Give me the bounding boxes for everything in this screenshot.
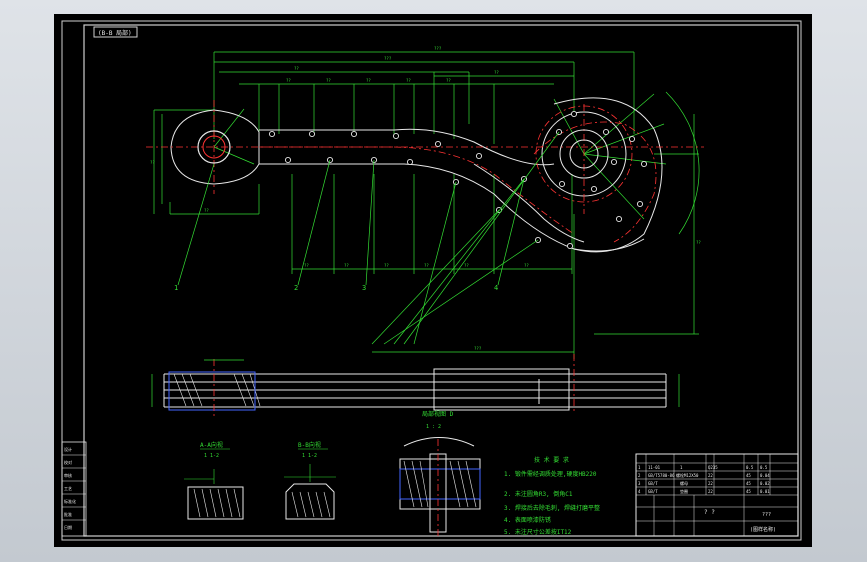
note-line-4: 4. 表面喷漆防锈 [504,516,551,524]
svg-text:1: 1 [680,465,683,470]
dimension-text: ?????? ???? ?????????? ???????????? ??? … [150,46,701,351]
svg-text:???: ??? [384,56,392,61]
title-block-code: ??? [762,512,771,518]
svg-text:??: ?? [326,78,331,83]
svg-text:??: ?? [286,78,291,83]
svg-text:日期: 日期 [64,524,72,530]
section-b-title: B-B向视 [298,441,321,449]
left-strip: 设计 校对 审核 工艺 标准化 批准 日期 [61,441,87,537]
svg-text:设计: 设计 [64,446,72,452]
note-line-3: 3. 焊接后去除毛刺, 焊缝打磨平整 [504,504,600,512]
section-a-scale: 1 1-2 [204,453,219,459]
side-view [151,354,680,416]
note-line-2: 2. 未注圆角R3, 倒角C1 [504,490,573,498]
svg-text:??: ?? [446,78,451,83]
svg-text:螺母: 螺母 [680,480,688,486]
balloon-3: 3 [362,284,366,292]
svg-text:0.5: 0.5 [746,465,754,470]
svg-text:??: ?? [424,263,429,268]
svg-text:??: ?? [384,263,389,268]
svg-text:4: 4 [638,489,641,494]
drawing-sheet: (B-B 局部) [61,20,802,541]
inner-border [83,24,799,537]
svg-text:??: ?? [494,70,499,75]
svg-text:GB/T: GB/T [648,489,658,494]
side-view-hatch [173,373,261,407]
balloon-2: 2 [294,284,298,292]
svg-text:??: ?? [366,78,371,83]
section-a-title: A-A向视 [200,441,223,449]
detail-view: 局部视图 D 1 : 2 [399,410,481,539]
left-boss-bore [197,130,231,164]
svg-text:11-01: 11-01 [648,465,661,470]
main-view: ?????? ???? ?????????? ???????????? ??? … [146,46,704,359]
svg-text:螺栓M12X50: 螺栓M12X50 [676,472,699,478]
svg-text:GB/T: GB/T [648,481,658,486]
section-b-scale: 1 1-2 [302,453,317,459]
note-line-5: 5. 未注尺寸公差按IT12 [504,528,572,536]
section-b: B-B向视 1 1-2 [284,441,336,520]
svg-text:??: ?? [294,66,299,71]
svg-text:3: 3 [638,481,641,486]
notes-heading: 技 术 要 求 [534,456,569,464]
svg-text:1: 1 [638,465,641,470]
svg-text:45: 45 [746,489,751,494]
svg-text:45: 45 [746,473,751,478]
svg-text:??: ?? [464,263,469,268]
detail-title: 局部视图 D [422,410,454,418]
drawing-name: (图样名称) [750,526,776,533]
svg-text:0.5: 0.5 [760,465,768,470]
cad-drawing-area: (B-B 局部) [54,14,812,547]
detail-scale: 1 : 2 [426,424,441,430]
title-block-center: ? ? [704,509,715,516]
svg-text:??: ?? [696,240,701,245]
svg-text:0.01: 0.01 [760,489,770,494]
svg-text:垫圈: 垫圈 [680,488,688,494]
svg-text:??: ?? [406,78,411,83]
view-label-box [93,26,138,38]
svg-text:0.02: 0.02 [760,481,770,486]
svg-text:2: 2 [638,473,641,478]
svg-text:??: ?? [304,263,309,268]
svg-text:审核: 审核 [64,472,72,478]
svg-text:45: 45 [746,481,751,486]
svg-text:22: 22 [708,489,713,494]
svg-text:标准化: 标准化 [64,498,76,504]
svg-text:??: ?? [150,160,155,165]
outer-border [61,20,802,541]
svg-text:22: 22 [708,473,713,478]
note-line-1: 1. 锻件需经调质处理,硬度HB220 [504,470,597,478]
bolt-holes [268,110,648,250]
svg-text:??: ?? [344,263,349,268]
view-label: (B-B 局部) [98,29,132,37]
svg-text:批准: 批准 [64,511,72,517]
svg-text:??: ?? [204,208,209,213]
svg-text:工艺: 工艺 [64,486,72,491]
section-a: A-A向视 1 1-2 [184,441,244,520]
svg-text:GB/T5780-86: GB/T5780-86 [648,473,675,478]
svg-text:0.04: 0.04 [760,473,770,478]
svg-text:??: ?? [524,263,529,268]
svg-text:校对: 校对 [64,459,72,465]
svg-text:Q235: Q235 [708,465,718,470]
technical-notes: 技 术 要 求 1. 锻件需经调质处理,硬度HB220 2. 未注圆角R3, 倒… [504,456,600,536]
right-boss-bore [559,129,609,179]
balloon-4: 4 [494,284,498,292]
svg-text:???: ??? [474,346,482,351]
svg-text:???: ??? [434,46,442,51]
balloon-1: 1 [174,284,178,292]
svg-text:22: 22 [708,481,713,486]
